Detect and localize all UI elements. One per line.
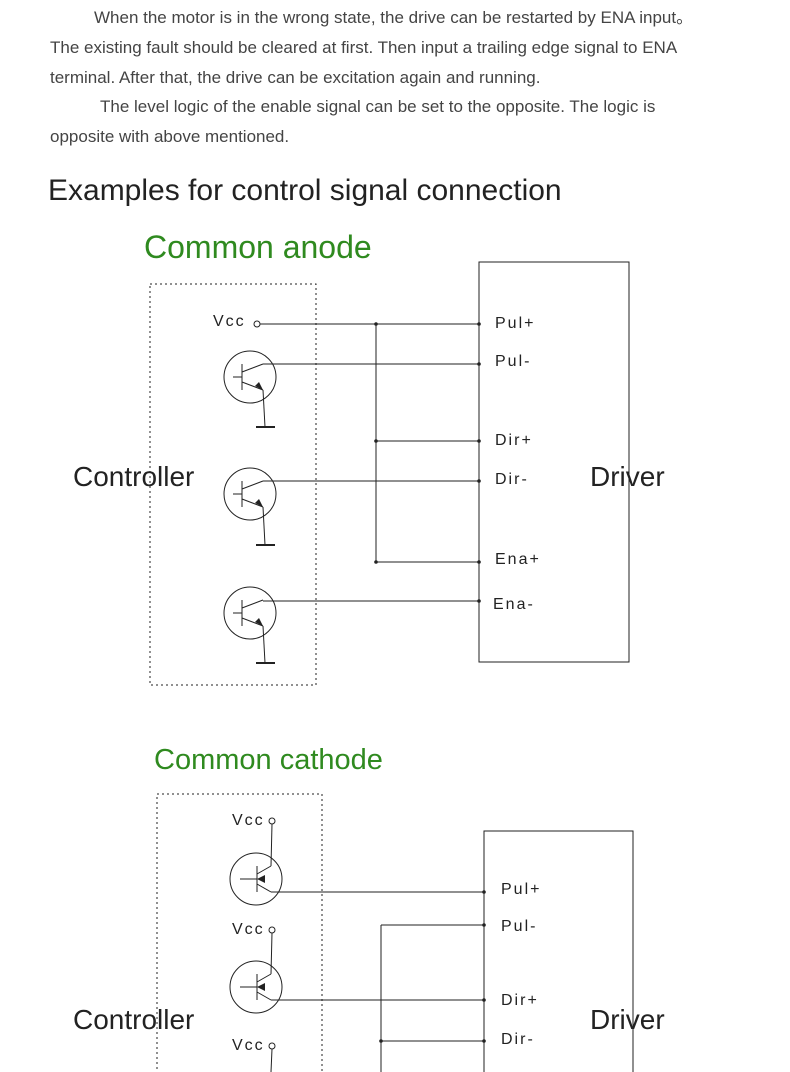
paragraph-line: terminal. After that, the drive can be e…: [50, 68, 541, 87]
pin-label-pul-plus: Pul+: [501, 881, 542, 898]
pin-label-pul-minus: Pul-: [501, 918, 538, 935]
controller-box-cathode: [156, 793, 323, 1072]
driver-box-cathode: [483, 830, 634, 1072]
transistor-icon: [223, 350, 479, 428]
vcc-label: Vcc: [213, 313, 246, 330]
paragraph-line: The level logic of the enable signal can…: [100, 97, 656, 116]
vcc-label: Vcc: [232, 812, 265, 829]
controller-box-anode: [149, 283, 317, 686]
vcc-label: Vcc: [232, 921, 265, 938]
driver-box-anode: [478, 261, 630, 663]
paragraph-line: When the motor is in the wrong state, th…: [94, 8, 694, 27]
pin-label-dir-minus: Dir-: [501, 1031, 535, 1048]
transistor-icon: [223, 467, 479, 546]
vcc-label: Vcc: [232, 1037, 265, 1054]
pin-label-dir-minus: Dir-: [495, 471, 529, 488]
paragraph-enable-restart: When the motor is in the wrong state, th…: [50, 3, 770, 93]
pin-label-pul-plus: Pul+: [495, 315, 536, 332]
paragraph-line: The existing fault should be cleared at …: [50, 38, 678, 57]
paragraph-level-logic: The level logic of the enable signal can…: [50, 92, 770, 152]
section-heading: Examples for control signal connection: [48, 174, 562, 207]
transistor-icon: [229, 817, 484, 906]
transistor-icon: [223, 586, 479, 664]
transistor-icon: [229, 926, 484, 1014]
pin-label-ena-plus: Ena+: [495, 551, 541, 568]
pin-label-dir-plus: Dir+: [495, 432, 533, 449]
controller-label: Controller: [73, 1004, 195, 1035]
diagram-title-common-cathode: Common cathode: [154, 744, 383, 776]
paragraph-line: opposite with above mentioned.: [50, 127, 290, 146]
controller-label: Controller: [73, 461, 195, 492]
pin-label-dir-plus: Dir+: [501, 992, 539, 1009]
pin-label-ena-minus: Ena-: [493, 596, 535, 613]
driver-label: Driver: [590, 1004, 665, 1035]
driver-label: Driver: [590, 461, 665, 492]
pin-label-pul-minus: Pul-: [495, 353, 532, 370]
diagram-title-common-anode: Common anode: [144, 229, 372, 265]
